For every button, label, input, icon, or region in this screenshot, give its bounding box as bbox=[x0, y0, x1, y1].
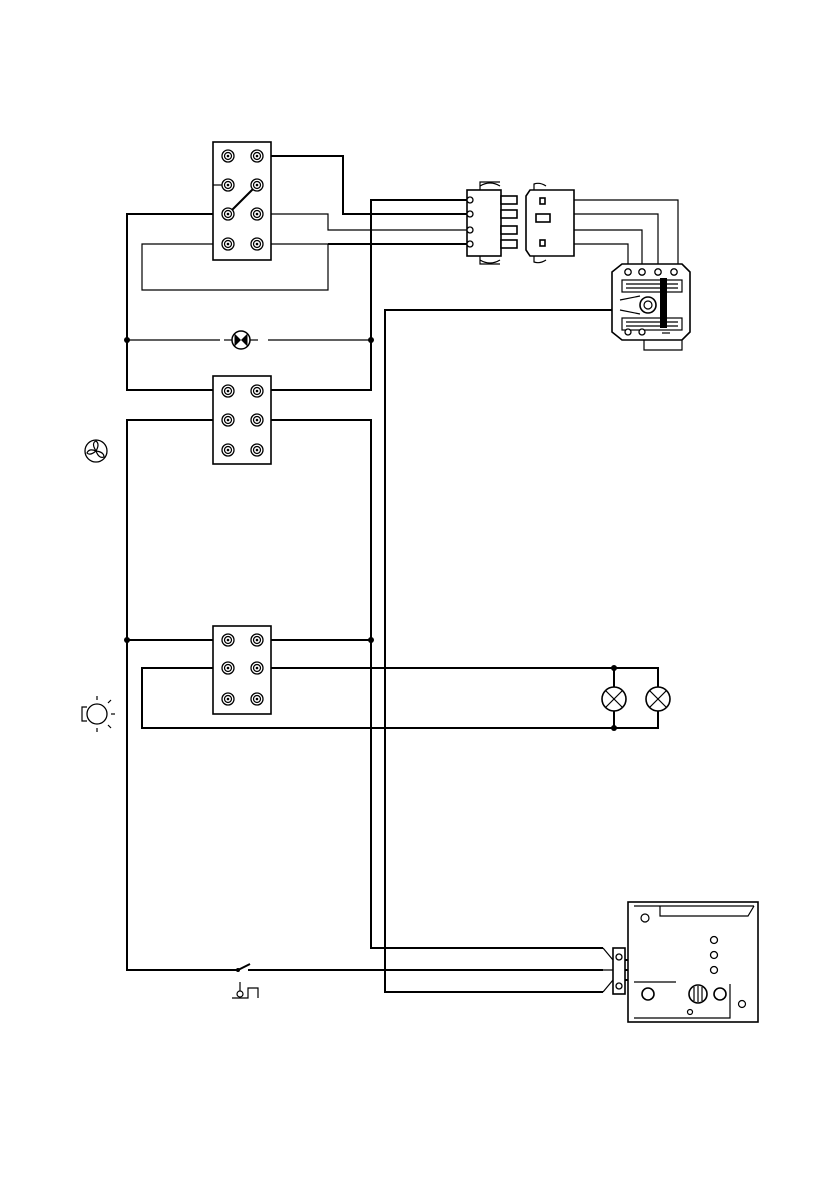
motor-capacitor-unit bbox=[612, 264, 690, 350]
fan-icon bbox=[85, 440, 107, 462]
switch-block-top bbox=[213, 142, 271, 260]
door-switch bbox=[236, 964, 250, 972]
wire-conn-motor-1 bbox=[570, 200, 678, 272]
junction-dot bbox=[368, 637, 374, 643]
wire-tb-to-connector-c bbox=[258, 214, 470, 230]
terminal-entry-marks bbox=[603, 948, 613, 992]
wire-tb-right-to-connector-a bbox=[258, 156, 470, 214]
indicator-lamp bbox=[232, 331, 250, 349]
wire-mid-right bbox=[258, 420, 603, 948]
junction-dot bbox=[368, 337, 374, 343]
wire-motor-return bbox=[385, 310, 614, 992]
light-bulb-right bbox=[646, 687, 670, 711]
light-bulb-left bbox=[602, 687, 626, 711]
junction-dot bbox=[124, 337, 130, 343]
door-switch-icon bbox=[232, 982, 258, 998]
light-icon bbox=[82, 696, 115, 732]
switch-block-middle bbox=[213, 376, 271, 464]
switch-block-bottom bbox=[213, 626, 271, 714]
terminal-board bbox=[613, 902, 758, 1022]
wire-right-bus-top bbox=[127, 200, 470, 390]
plug-connector bbox=[467, 182, 574, 264]
junction-dot bbox=[124, 637, 130, 643]
